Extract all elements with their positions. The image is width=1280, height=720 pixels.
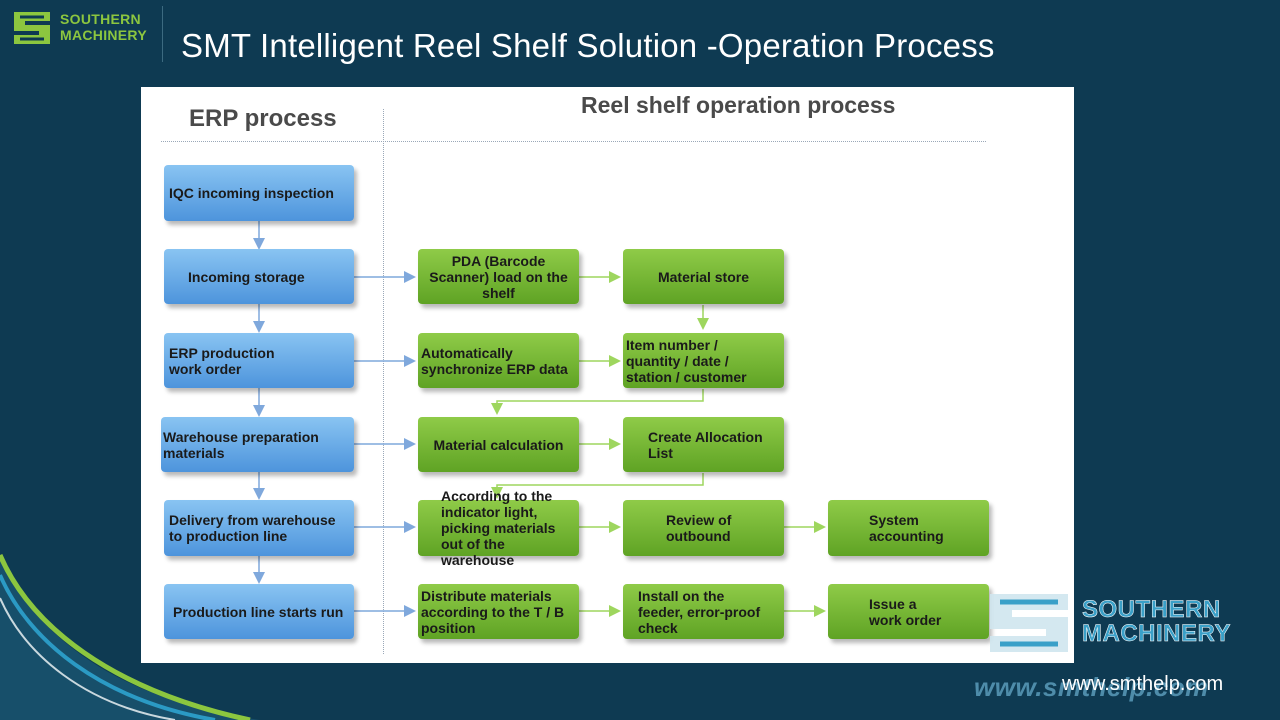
erp-step-production-run: Production line starts run [164, 584, 354, 639]
logo-mark-icon [990, 594, 1068, 652]
reel-step-distribute: Distribute materials according to the T … [418, 584, 579, 639]
slide-title: SMT Intelligent Reel Shelf Solution -Ope… [181, 27, 995, 64]
erp-step-warehouse-prep: Warehouse preparation materials [161, 417, 354, 472]
reel-step-picking: According to the indicator light, pickin… [418, 488, 579, 568]
reel-step-install-feeder: Install on the feeder, error-proof check [623, 584, 784, 639]
logo-mark-icon [14, 12, 50, 44]
flow-connectors [253, 221, 826, 617]
top-logo-line2: MACHINERY [60, 27, 147, 43]
reel-step-pda-load: PDA (Barcode Scanner) load on the shelf [418, 249, 579, 304]
erp-step-delivery: Delivery from warehouse to production li… [164, 500, 354, 556]
website-link[interactable]: www.smthelp.com [1062, 673, 1224, 695]
reel-step-material-calc: Material calculation [418, 417, 579, 472]
title-divider [162, 6, 163, 62]
top-logo: SOUTHERN MACHINERY [8, 6, 158, 50]
reel-step-system-accounting: System accounting [828, 500, 989, 556]
header-divider-line [161, 141, 986, 142]
reel-column-header: Reel shelf operation process [581, 92, 896, 118]
arrow-allocation-to-picking [491, 473, 704, 499]
bottom-logo-line2: MACHINERY [1082, 620, 1231, 647]
reel-step-review-outbound: Review of outbound [623, 500, 784, 556]
erp-step-iqc: IQC incoming inspection [164, 165, 354, 221]
process-diagram: ERP process Reel shelf operation process [141, 87, 1074, 663]
erp-step-production-order: ERP production work order [164, 333, 354, 388]
erp-step-incoming-storage: Incoming storage [164, 249, 354, 304]
reel-step-material-store: Material store [623, 249, 784, 304]
reel-step-issue-work-order: Issue a work order [828, 584, 989, 639]
bottom-logo-line1: SOUTHERN [1082, 596, 1221, 623]
arrow-item-to-calc [491, 389, 704, 415]
website-watermark: www.smthelp.com [974, 672, 1209, 702]
reel-step-item-info: Item number / quantity / date / station … [623, 333, 784, 388]
column-divider-line [383, 109, 384, 654]
erp-column-header: ERP process [189, 105, 337, 132]
top-logo-line1: SOUTHERN [60, 11, 141, 27]
reel-step-allocation-list: Create Allocation List [623, 417, 784, 472]
reel-step-sync-erp: Automatically synchronize ERP data [418, 333, 579, 388]
bottom-logo: SOUTHERN MACHINERY [986, 590, 1266, 662]
